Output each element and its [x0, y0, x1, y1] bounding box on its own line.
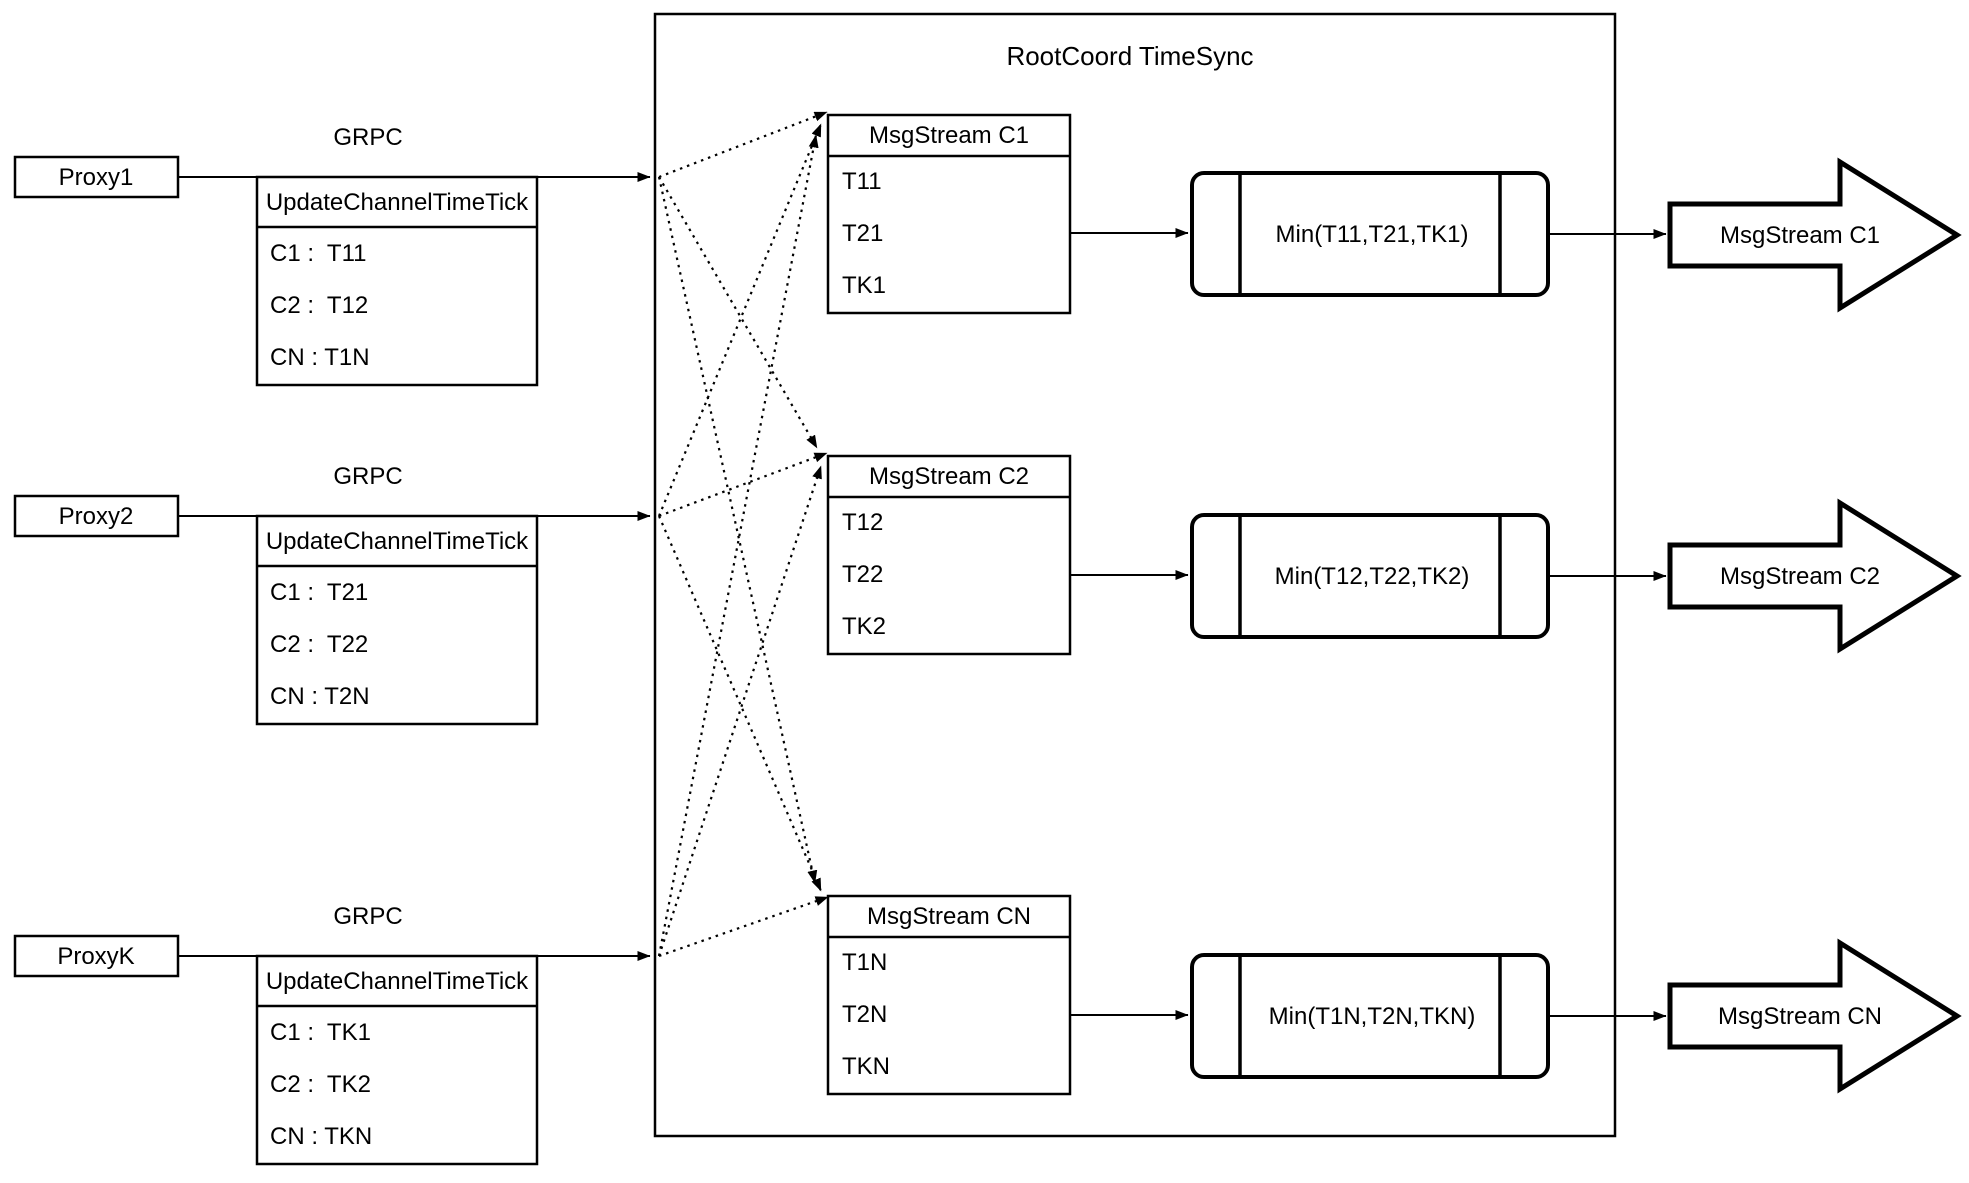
min1-process-box — [1190, 171, 1550, 297]
proxy2-box — [13, 494, 180, 538]
min3-process-box — [1190, 953, 1550, 1079]
buffer-entry: TK2 — [842, 613, 887, 640]
proxyk-table-row: C1 : TK1 — [270, 1019, 371, 1046]
msgstream-cn-buffer-box — [826, 894, 1072, 1096]
dotted-arrow-p1-c1 — [658, 110, 828, 179]
buffer-entry: T1N — [842, 949, 888, 976]
proxy2-grpc-label: GRPC — [333, 463, 403, 490]
dotted-arrow-p1-cn — [657, 176, 818, 884]
proxy1-table-row: C1 : T11 — [270, 240, 367, 267]
dotted-arrow-p1-c2 — [658, 176, 818, 449]
proxyk-box — [13, 934, 180, 978]
msgstream-c1-buffer-header: MsgStream C1 — [868, 122, 1030, 149]
proxy2-timetick-table-box — [255, 514, 539, 726]
proxy2-table-row: CN : T2N — [270, 683, 370, 710]
min3-label: Min(T1N,T2N,TKN) — [1268, 1003, 1476, 1030]
msgstream-cn-buffer-header: MsgStream CN — [866, 903, 1032, 930]
proxy2-table-header: UpdateChannelTimeTick — [265, 528, 529, 555]
proxy1-box — [13, 155, 180, 199]
dotted-arrow-p2-c1 — [657, 123, 823, 517]
dotted-arrow-p2-c2 — [658, 451, 828, 518]
dotted-arrow-pk-c2 — [657, 465, 823, 957]
proxyk-table-header: UpdateChannelTimeTick — [265, 968, 529, 995]
rootcoord-title: RootCoord TimeSync — [1006, 41, 1254, 71]
proxyk-table-row: C2 : TK2 — [270, 1071, 371, 1098]
proxy1-timetick-table-box — [255, 175, 539, 387]
proxyk-timetick-table-box — [255, 954, 539, 1166]
msgstream-c2-buffer-header: MsgStream C2 — [868, 463, 1030, 490]
rootcoord-container-box — [653, 12, 1617, 1138]
buffer-entry: T2N — [842, 1001, 888, 1028]
output2-arrow-label: MsgStream C2 — [1719, 563, 1881, 590]
buffer-entry: T12 — [842, 509, 884, 536]
min2-label: Min(T12,T22,TK2) — [1274, 563, 1470, 590]
output2-arrow-shape — [1667, 498, 1962, 654]
min1-label: Min(T11,T21,TK1) — [1275, 221, 1469, 248]
proxyk-label: ProxyK — [57, 943, 135, 970]
proxy1-table-header: UpdateChannelTimeTick — [265, 189, 529, 216]
proxy1-label: Proxy1 — [58, 164, 134, 191]
dotted-arrow-pk-c1 — [657, 134, 819, 957]
proxy1-table-row: C2 : T12 — [270, 292, 369, 319]
dotted-arrow-pk-cn — [658, 895, 829, 958]
proxyk-table-row: CN : TKN — [270, 1123, 373, 1150]
proxy1-table-row: CN : T1N — [270, 344, 370, 371]
output3-arrow-shape — [1667, 938, 1962, 1094]
buffer-entry: T21 — [842, 220, 884, 247]
buffer-entry: TK1 — [842, 272, 887, 299]
proxy2-table-row: C2 : T22 — [270, 631, 369, 658]
output1-arrow-label: MsgStream C1 — [1719, 222, 1881, 249]
buffer-entry: T22 — [842, 561, 884, 588]
proxy2-table-row: C1 : T21 — [270, 579, 369, 606]
output1-arrow-shape — [1667, 157, 1962, 313]
dotted-arrow-p2-cn — [657, 515, 823, 892]
buffer-entry: T11 — [842, 168, 882, 195]
proxyk-grpc-label: GRPC — [333, 903, 403, 930]
proxy2-label: Proxy2 — [58, 503, 134, 530]
msgstream-c1-buffer-box — [826, 113, 1072, 315]
msgstream-c2-buffer-box — [826, 454, 1072, 656]
min2-process-box — [1190, 513, 1550, 639]
output3-arrow-label: MsgStream CN — [1717, 1003, 1883, 1030]
proxy1-grpc-label: GRPC — [333, 124, 403, 151]
buffer-entry: TKN — [842, 1053, 890, 1080]
